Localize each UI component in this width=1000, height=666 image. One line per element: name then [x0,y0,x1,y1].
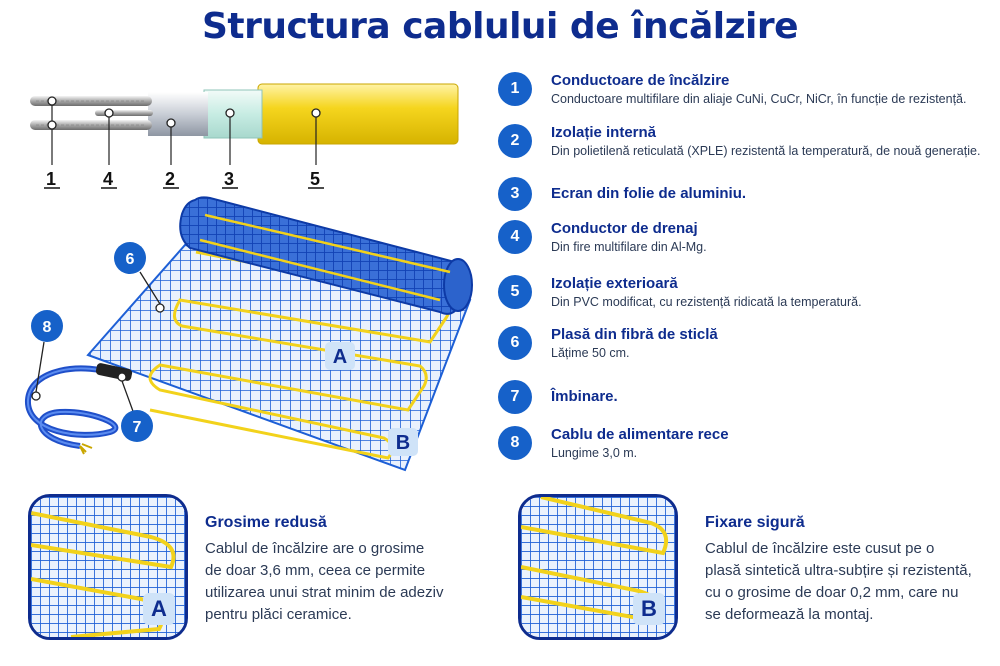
feature-b-line: Cablul de încălzire este cusut pe o [705,540,935,557]
legend-item: 4 Conductor de drenaj Din fire multifila… [498,220,998,264]
legend-number: 2 [498,124,532,158]
callout-6: 6 [126,251,135,268]
cable-cutaway [30,83,459,165]
legend-description: Din PVC modificat, cu rezistență ridicat… [551,295,862,309]
feature-b-line: cu o grosime de doar 0,2 mm, care nu [705,584,959,601]
legend-title: Izolație internă [551,124,657,141]
legend-number: 7 [498,380,532,414]
legend-number: 5 [498,275,532,309]
legend-item: 8 Cablu de alimentare rece Lungime 3,0 m… [498,426,998,470]
feature-a-badge: A [143,593,175,625]
feature-b-image: B [518,494,678,640]
legend-title: Izolație exterioară [551,275,678,292]
legend-number: 3 [498,177,532,211]
legend-title: Îmbinare. [551,388,618,405]
legend-description: Lungime 3,0 m. [551,446,638,460]
legend-item: 5 Izolație exterioară Din PVC modificat,… [498,275,998,319]
legend-item: 3 Ecran din folie de aluminiu. [498,177,998,221]
callout-5: 5 [310,169,320,189]
feature-a-image: A [28,494,188,640]
feature-b-title: Fixare sigură [705,514,805,531]
callout-3: 3 [224,169,234,189]
feature-b-line: plasă sintetică ultra-subțire și reziste… [705,562,972,579]
legend-title: Plasă din fibră de sticlă [551,326,718,343]
feature-b-text: Cablul de încălzire este cusut pe o plas… [705,538,972,626]
cold-lead-cable [24,271,165,455]
feature-b-badge: B [633,593,665,625]
mat-callouts: 6 8 7 A B [31,242,418,456]
zone-b-label: B [396,432,410,454]
heating-mat [86,196,473,472]
zone-a-label: A [333,346,347,368]
callout-4: 4 [103,169,113,189]
cable-diagram: 1 4 2 3 5 6 8 7 A B [24,83,473,472]
legend-title: Conductor de drenaj [551,220,698,237]
legend-description: Conductoare multifilare din aliaje CuNi,… [551,92,967,106]
page-title: Structura cablului de încălzire [201,6,799,47]
legend-number: 8 [498,426,532,460]
callout-2: 2 [165,169,175,189]
legend-item: 2 Izolație internă Din polietilenă retic… [498,124,998,168]
callout-8: 8 [43,319,52,336]
feature-a-line: de doar 3,6 mm, ceea ce permite [205,562,426,579]
callout-7: 7 [133,419,142,436]
legend-description: Lățime 50 cm. [551,346,630,360]
legend-number: 4 [498,220,532,254]
feature-b-line: se deformează la montaj. [705,606,874,623]
feature-a-title: Grosime redusă [205,514,327,531]
feature-a-line: pentru plăci ceramice. [205,606,352,623]
legend-title: Ecran din folie de aluminiu. [551,185,747,202]
legend-description: Din fire multifilare din Al-Mg. [551,240,707,254]
feature-a-line: Cablul de încălzire are o grosime [205,540,425,557]
legend-title: Cablu de alimentare rece [551,426,729,443]
legend-item: 1 Conductoare de încălzire Conductoare m… [498,72,998,116]
legend-number: 6 [498,326,532,360]
legend-description: Din polietilenă reticulată (XPLE) rezist… [551,144,981,158]
legend-item: 6 Plasă din fibră de sticlă Lățime 50 cm… [498,326,998,370]
legend-title: Conductoare de încălzire [551,72,730,89]
callout-1: 1 [46,169,56,189]
legend-item: 7 Îmbinare. [498,380,998,424]
feature-a-line: utilizarea unui strat minim de adeziv [205,584,444,601]
feature-a-text: Cablul de încălzire are o grosime de doa… [205,538,443,626]
legend-number: 1 [498,72,532,106]
